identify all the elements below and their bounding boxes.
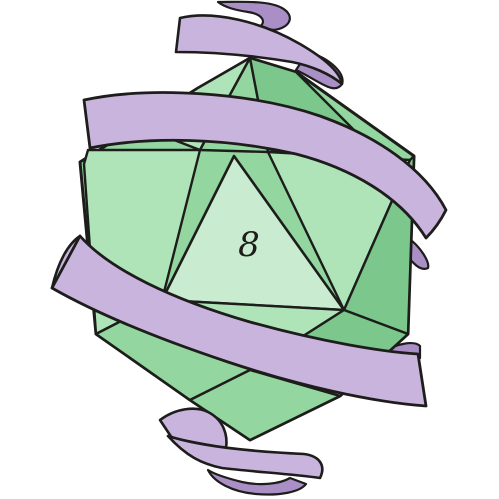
ribbon-lower-band	[50, 234, 428, 408]
ribbon-front-segments	[50, 14, 448, 480]
ribbon-bottom-curl-front	[166, 434, 324, 480]
ribbon-top-curl-front	[174, 14, 344, 86]
die-face-number: 8	[238, 225, 260, 265]
ribbon-upper-band	[82, 91, 448, 240]
die-face-bottom	[188, 368, 342, 442]
ribbon-bottom-curl-back	[206, 468, 308, 496]
